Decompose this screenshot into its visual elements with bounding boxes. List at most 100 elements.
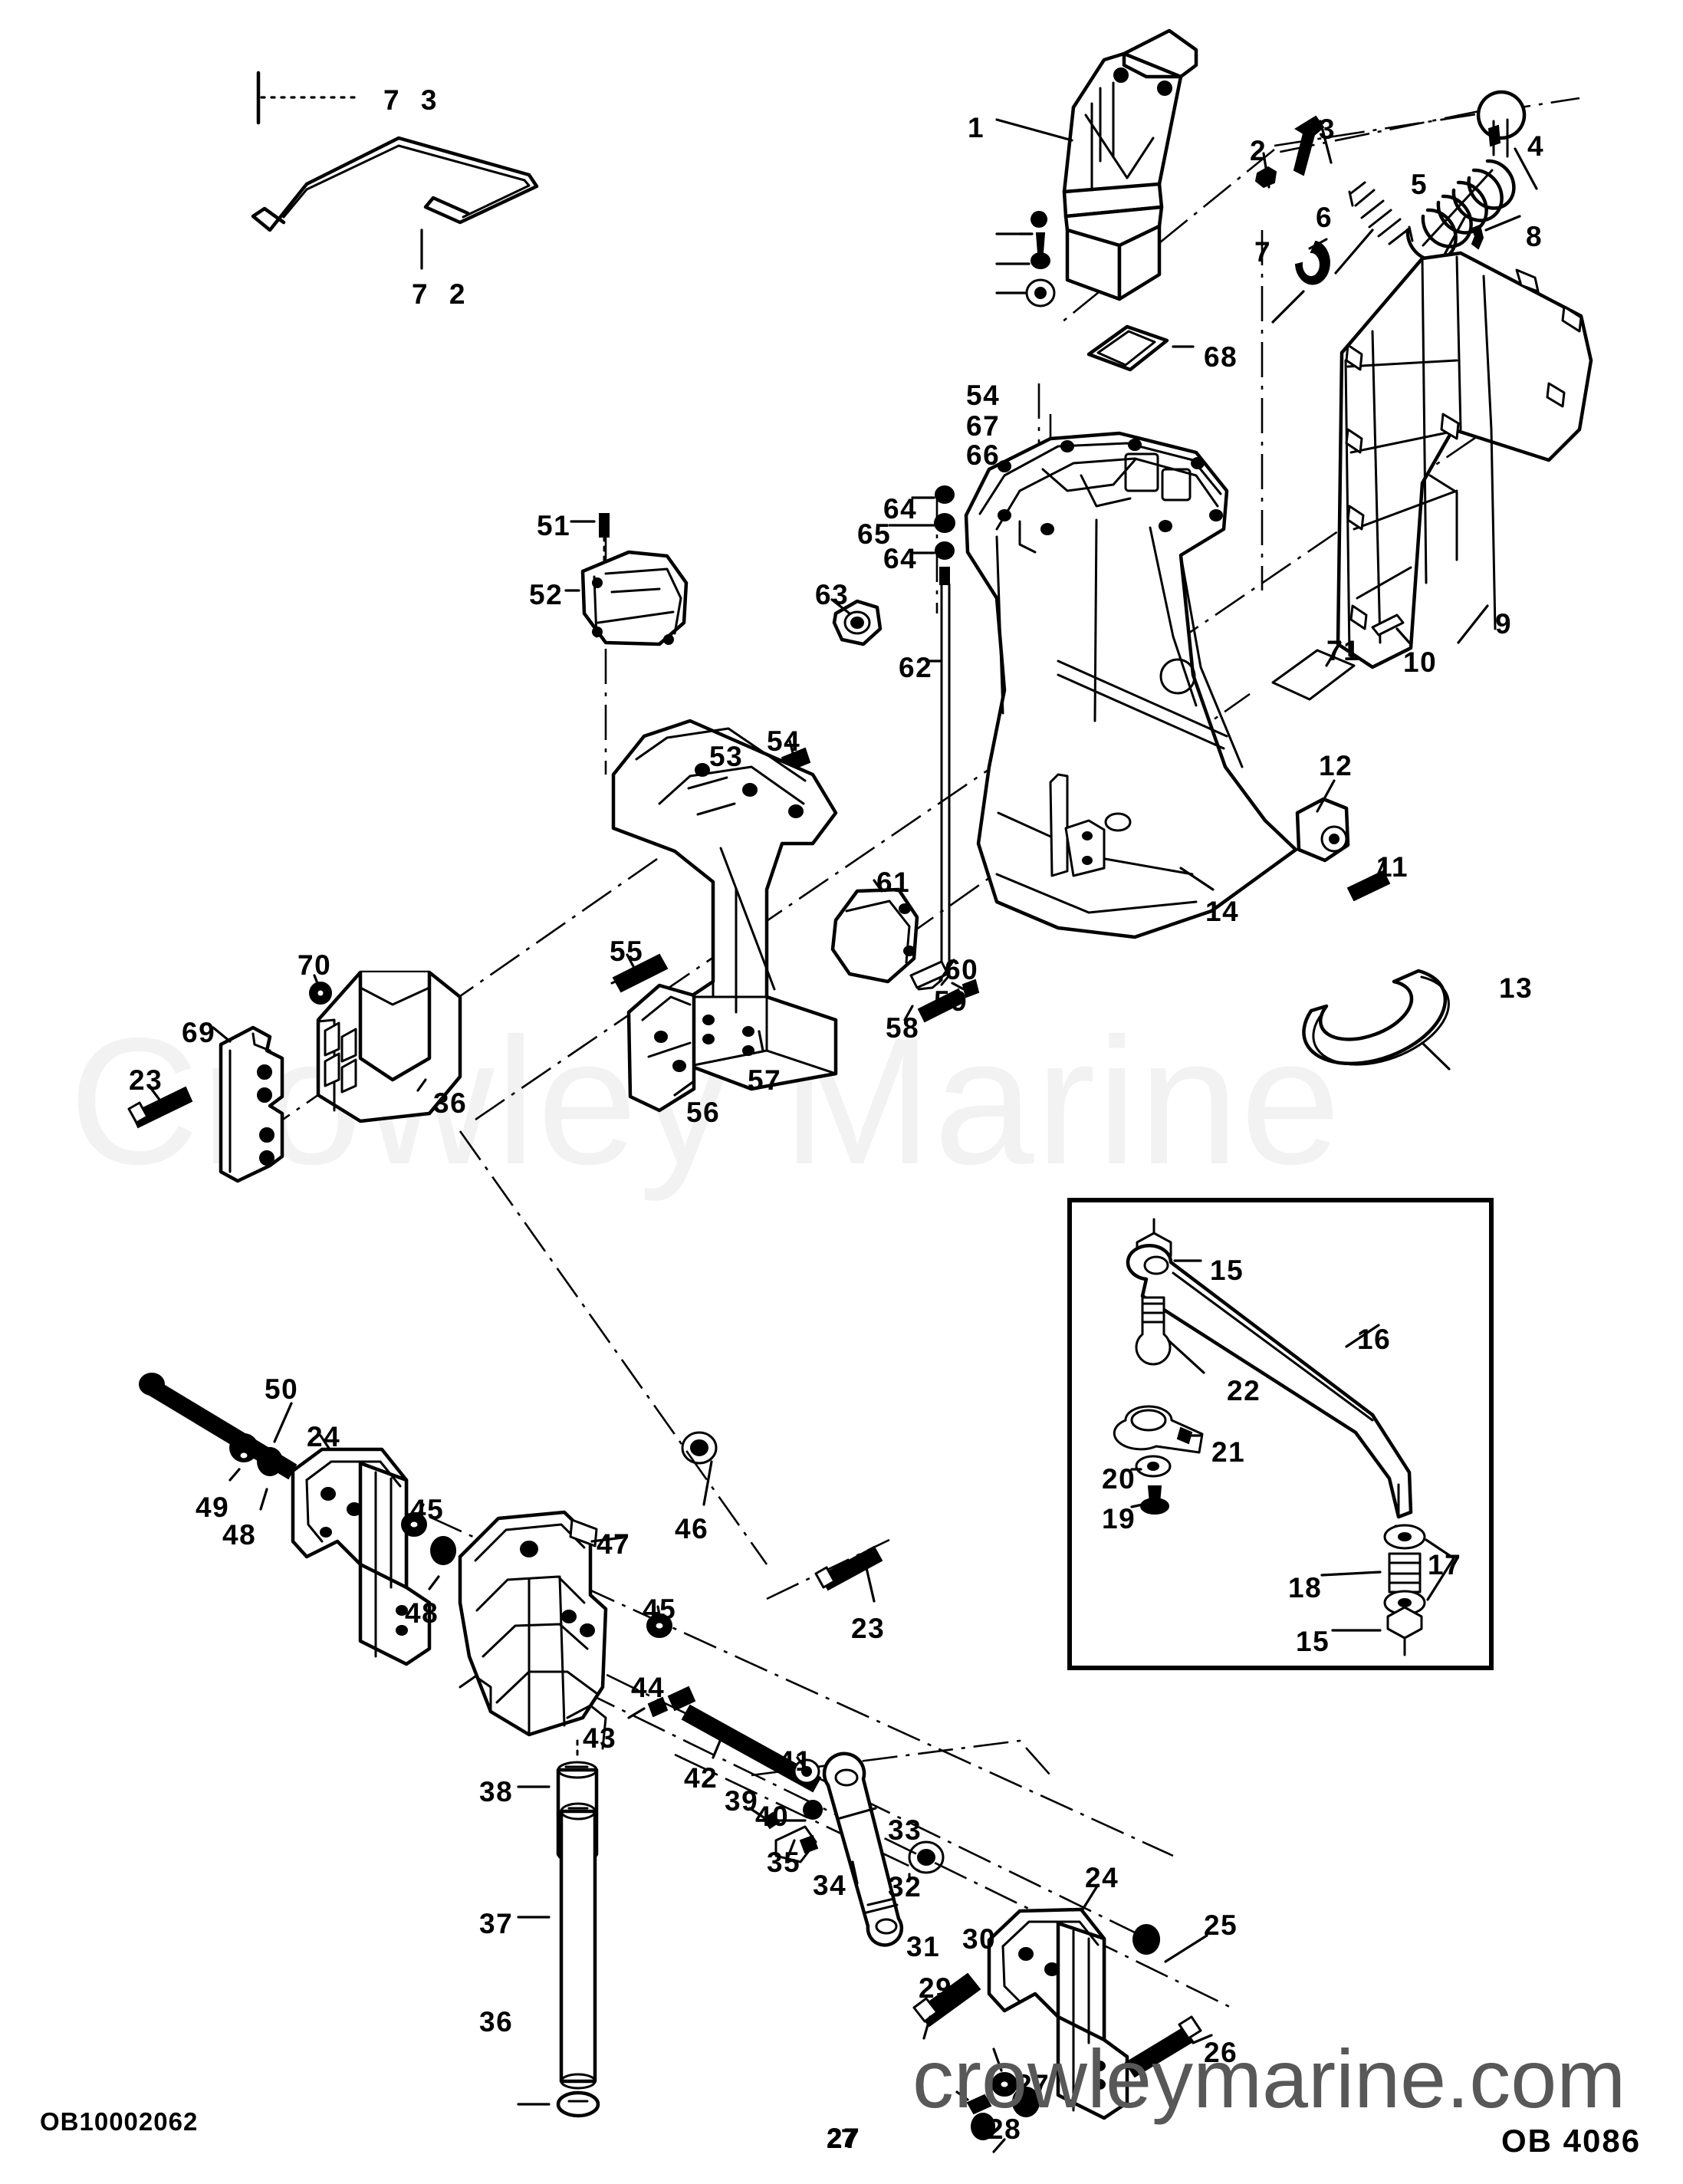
part-23-bolt-left (127, 1086, 193, 1129)
callout-58: 58 (886, 1012, 920, 1044)
callout-44: 44 (631, 1672, 666, 1703)
part-66-washer (995, 278, 1056, 308)
callout-47: 47 (597, 1528, 631, 1560)
steering-link-inset-box (1067, 1198, 1494, 1670)
part-25-bushing (1132, 1924, 1208, 1963)
part-14-exhaust-housing (964, 431, 1298, 939)
part-27-nut (1012, 2087, 1040, 2117)
callout-48: 48 (222, 1519, 257, 1551)
callout-63: 63 (815, 579, 850, 610)
part-28-screw (971, 2113, 1006, 2153)
part-39-pin (748, 1807, 781, 1830)
part-12-rubber-mount (1295, 779, 1350, 863)
callout-24: 24 (1085, 1862, 1119, 1893)
callout-55: 55 (610, 936, 644, 967)
callout-72: 7 2 (412, 278, 472, 310)
callout-21: 21 (1211, 1436, 1246, 1468)
callout-25: 25 (1204, 1909, 1238, 1941)
part-61-cover-plate (830, 879, 919, 984)
part-57-swivel-bracket (611, 719, 838, 1091)
callout-35: 35 (767, 1847, 801, 1878)
part-17-18-bushing-set (1320, 1524, 1456, 1656)
callout-13: 13 (1499, 972, 1533, 1004)
part-16-steering-link (1126, 1243, 1414, 1541)
part-54-screw-upper (995, 211, 1048, 254)
part-20-washer (1130, 1455, 1172, 1478)
part-31-pin (912, 1972, 981, 2040)
part-67-washer (995, 252, 1050, 269)
part-19-screw (1130, 1485, 1169, 1515)
part-45-washer-upper (401, 1503, 427, 1537)
part-7-retainer (1271, 238, 1330, 324)
callout-41: 41 (778, 1745, 813, 1777)
callout-34: 34 (813, 1870, 847, 1901)
callout-64: 64 (883, 493, 918, 525)
part-9-housing-cover (1336, 251, 1593, 669)
part-42-long-bolt (681, 1704, 822, 1793)
callout-17: 17 (1428, 1549, 1462, 1580)
callout-22: 22 (1227, 1375, 1261, 1406)
drawing-number: OB 4086 (1501, 2123, 1642, 2159)
part-8-screw (1471, 215, 1521, 250)
callout-19: 19 (1102, 1503, 1136, 1534)
callout-26: 26 (1204, 2037, 1238, 2068)
part-37-tube (517, 1802, 597, 2090)
callout-23: 23 (129, 1064, 163, 1096)
callout-8: 8 (1526, 221, 1543, 252)
part-24-stern-bracket-upper (291, 1434, 432, 1666)
callout-43: 43 (583, 1722, 617, 1754)
part-68-gasket (1086, 324, 1195, 372)
part-45-washer-lower (646, 1605, 672, 1638)
part-22-ball-stud (1135, 1296, 1205, 1374)
callout-37: 37 (479, 1908, 514, 1939)
part-23-bolt-right (814, 1545, 883, 1603)
callout-18: 18 (1288, 1572, 1323, 1603)
part-58-screw (903, 988, 966, 1023)
part-11-screw (1346, 857, 1391, 902)
callout-15: 15 (1296, 1626, 1330, 1657)
callout-45: 45 (643, 1594, 677, 1625)
part-70-plug (309, 974, 332, 1005)
part-6-spring (1334, 181, 1414, 275)
callout-71: 71 (1326, 635, 1361, 666)
callout-64: 64 (883, 543, 918, 574)
callout-73: 7 3 (383, 84, 444, 116)
part-55-screw (610, 953, 669, 993)
callout-3: 3 (1319, 113, 1336, 145)
callout-30: 30 (962, 1923, 997, 1955)
callout-36: 36 (479, 2006, 514, 2038)
callout-5: 5 (1411, 169, 1428, 200)
part-40-pin (773, 1800, 823, 1822)
callout-9: 9 (1495, 608, 1513, 640)
part-47-swivel-bracket-lower (458, 1510, 624, 1750)
callout-52: 52 (529, 579, 564, 610)
callout-23: 23 (851, 1613, 886, 1644)
callout-54: 54 (767, 725, 801, 757)
part-69-anode-plate (212, 1025, 284, 1183)
callout-7: 7 (1254, 236, 1272, 268)
part-1-exhaust-tube (995, 28, 1198, 301)
callout-60: 60 (945, 954, 979, 985)
callout-49: 49 (196, 1492, 230, 1523)
callout-20: 20 (1102, 1463, 1136, 1495)
document-number: OB10002062 (40, 2107, 199, 2136)
part-71-plate (1271, 641, 1356, 701)
part-43-washer (627, 1696, 669, 1719)
callout-12: 12 (1319, 750, 1353, 781)
callout-40: 40 (755, 1801, 790, 1832)
callout-39: 39 (725, 1785, 759, 1817)
part-48-bushing-upper (257, 1447, 284, 1511)
part-3-screw (1293, 115, 1333, 176)
callout-45: 45 (410, 1494, 445, 1525)
callout-38: 38 (479, 1776, 514, 1807)
part-10-key (1371, 613, 1411, 644)
callout-4: 4 (1527, 130, 1545, 162)
callout-59: 59 (934, 985, 968, 1017)
callout-67: 67 (966, 410, 1001, 442)
callout-61: 61 (876, 867, 911, 898)
callout-57: 57 (748, 1064, 782, 1096)
part-63-bushing (830, 598, 883, 646)
page-number: 27 (827, 2124, 856, 2153)
callout-70: 70 (297, 949, 332, 981)
